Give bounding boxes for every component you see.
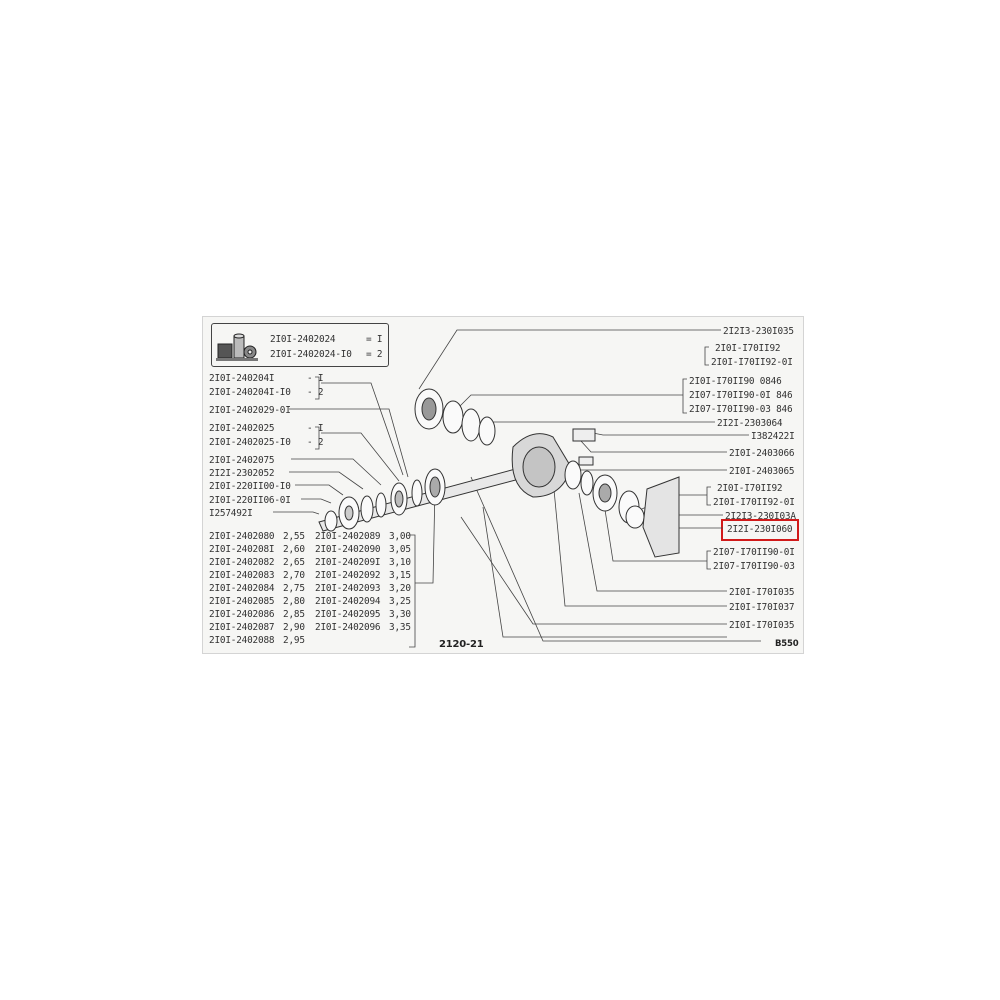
shim (478, 416, 496, 446)
support-bracket (642, 476, 680, 558)
part-label: 2I0I-2402025-I0 (209, 437, 291, 448)
shim-part: 2I0I-2402095 (315, 609, 381, 620)
part-label: 2I0I-220II00-I0 (209, 481, 291, 492)
corner-code: B550 (775, 639, 799, 649)
shim-part: 2I0I-2402093 (315, 583, 381, 594)
part-label: 2I0I-I70II92 (715, 343, 781, 354)
part-label: 2I2I3-230I03A (725, 511, 796, 522)
part-label: 2I0I-I70II90 0846 (689, 376, 782, 387)
part-label: 2I0I-I70I035 (729, 587, 795, 598)
shim-part: 2I0I-2402080 (209, 531, 275, 542)
shim-size: 3,35 (389, 622, 411, 633)
parts-kit-icon (216, 333, 258, 361)
part-label: 2I0I-2403065 (729, 466, 795, 477)
kit-part-2: 2I0I-2402024-I0 (270, 349, 352, 360)
kit-qty-2: = 2 (366, 349, 383, 360)
shim-size: 2,55 (283, 531, 305, 542)
shim-size: 3,30 (389, 609, 411, 620)
bolt (578, 456, 594, 466)
part-label: 2I0I-220II06-0I (209, 495, 291, 506)
part-label: 2I2I3-230I035 (723, 326, 794, 337)
spacer (411, 479, 423, 507)
kit-qty-1: = I (366, 334, 383, 345)
qty-label: - I (307, 373, 324, 384)
shim-part: 2I0I-240209I (315, 557, 381, 568)
part-label: I257492I (209, 508, 253, 519)
flange-nut (324, 510, 338, 532)
shim-size: 2,65 (283, 557, 305, 568)
part-label: 2I0I-2402029-0I (209, 405, 291, 416)
shim-size: 2,70 (283, 570, 305, 581)
lock-plate (572, 428, 596, 442)
shim-size: 2,60 (283, 544, 305, 555)
leader-line (321, 382, 404, 476)
part-label: 2I0I-I70I037 (729, 602, 795, 613)
sheet-code: 2120-21 (439, 639, 484, 650)
bracket (704, 346, 709, 366)
parts-diagram-sheet: 2I0I-2402024 = I 2I0I-2402024-I0 = 2 2I0… (202, 316, 804, 654)
part-label: 2I0I-2402025 (209, 423, 275, 434)
shim-part: 2I0I-2402090 (315, 544, 381, 555)
qty-label: - 2 (307, 437, 324, 448)
shim-part: 2I0I-2402083 (209, 570, 275, 581)
part-label: 2I0I-I70II92-0I (711, 357, 793, 368)
part-label: 2I0I-2402075 (209, 455, 275, 466)
shim-part: 2I0I-2402088 (209, 635, 275, 646)
shim-part: 2I0I-2402094 (315, 596, 381, 607)
part-label: 2I0I-I70I035 (729, 620, 795, 631)
shim-part: 2I0I-2402086 (209, 609, 275, 620)
bearing-cup (625, 505, 645, 529)
shim-part: 2I0I-2402084 (209, 583, 275, 594)
shim-size: 3,00 (389, 531, 411, 542)
qty-label: - 2 (307, 387, 324, 398)
bracket (315, 426, 320, 450)
shim-part: 2I0I-2402087 (209, 622, 275, 633)
shim-size: 2,85 (283, 609, 305, 620)
bracket (682, 378, 687, 414)
repair-kit-box: 2I0I-2402024 = I 2I0I-2402024-I0 = 2 (211, 323, 389, 367)
shim-size: 2,80 (283, 596, 305, 607)
shim-part: 2I0I-2402085 (209, 596, 275, 607)
part-label: 2I07-I70II90-03 (713, 561, 795, 572)
part-label: 2I2I-2303064 (717, 418, 783, 429)
part-label: 2I07-I70II90-0I (713, 547, 795, 558)
shim-part: 2I0I-2402096 (315, 622, 381, 633)
part-label: 2I0I-I70II92-0I (713, 497, 795, 508)
highlighted-part-label: 2I2I-230I060 (727, 524, 793, 535)
shim-size: 3,10 (389, 557, 411, 568)
bearing-race (461, 408, 481, 442)
bracket (409, 534, 416, 648)
part-label: 2I07-I70II90-03 846 (689, 404, 793, 415)
part-label: 2I0I-240204I (209, 373, 275, 384)
bracket (706, 486, 711, 506)
shim-size: 2,95 (283, 635, 305, 646)
shim-part: 2I0I-2402092 (315, 570, 381, 581)
part-label: I382422I (751, 431, 795, 442)
bracket (315, 376, 320, 400)
qty-label: - I (307, 423, 324, 434)
part-label: 2I2I-2302052 (209, 468, 275, 479)
bracket (706, 550, 711, 570)
shim-size: 3,20 (389, 583, 411, 594)
part-label: 2I0I-240204I-I0 (209, 387, 291, 398)
part-label: 2I07-I70II90-0I 846 (689, 390, 793, 401)
part-label: 2I0I-2403066 (729, 448, 795, 459)
exploded-assembly-drawing (273, 329, 761, 648)
shim-size: 2,75 (283, 583, 305, 594)
shim-part: 2I0I-240208I (209, 544, 275, 555)
shim-size: 3,05 (389, 544, 411, 555)
part-label: 2I0I-I70II92 (717, 483, 783, 494)
shim-part: 2I0I-2402082 (209, 557, 275, 568)
shim-part: 2I0I-2402089 (315, 531, 381, 542)
shim-size: 2,90 (283, 622, 305, 633)
shim-size: 3,25 (389, 596, 411, 607)
highlight-box (721, 519, 799, 541)
shim-size: 3,15 (389, 570, 411, 581)
oil-seal (360, 495, 374, 523)
kit-part-1: 2I0I-2402024 (270, 334, 336, 345)
